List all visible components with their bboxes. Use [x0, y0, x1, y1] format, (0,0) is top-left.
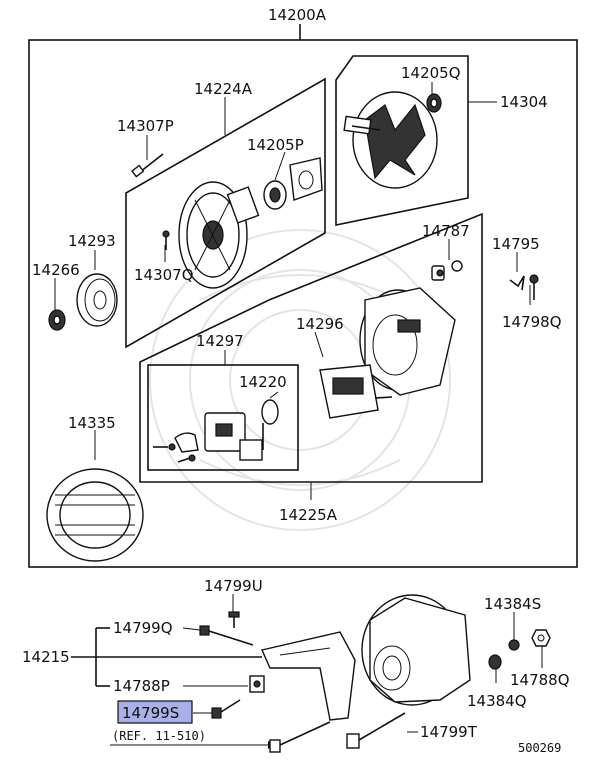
label-14205P: 14205P: [247, 136, 304, 154]
ref-note: (REF. 11-510): [112, 729, 206, 743]
label-14224A: 14224A: [194, 80, 253, 98]
group-frame-14225A: [139, 212, 483, 483]
label-14307Q: 14307Q: [134, 266, 194, 284]
nut-14788P: [249, 675, 265, 693]
label-14304: 14304: [500, 93, 548, 111]
label-14296: 14296: [296, 315, 344, 333]
label-14795: 14795: [492, 235, 540, 253]
pulley-14293: [76, 273, 118, 327]
retainer-plate-14205P: [289, 157, 323, 201]
bolt-14799T: [346, 712, 406, 749]
label-14205Q: 14205Q: [401, 64, 461, 82]
label-14384Q: 14384Q: [467, 692, 527, 710]
label-14215: 14215: [22, 648, 70, 666]
nut-14384S: [508, 639, 520, 651]
washer-14384Q: [488, 654, 502, 670]
screw-14307Q: [162, 230, 170, 250]
label-14788Q: 14788Q: [510, 671, 570, 689]
bolt-14799U: [228, 611, 240, 628]
clip-14795: [509, 275, 525, 291]
diagram-number: 500269: [518, 741, 561, 755]
bolt-14799Q: [199, 625, 254, 646]
label-14798Q: 14798Q: [502, 313, 562, 331]
label-14799S: 14799S: [122, 704, 179, 722]
bolt-14799S: [211, 699, 241, 719]
label-14220: 14220: [239, 373, 287, 391]
rear-housing: [359, 287, 456, 396]
label-14799Q: 14799Q: [113, 619, 173, 637]
label-14297: 14297: [196, 332, 244, 350]
label-14788P: 14788P: [113, 677, 170, 695]
group-frame-14297: [147, 364, 299, 471]
nut-14266: [48, 309, 66, 331]
label-14787: 14787: [422, 222, 470, 240]
screw-14307P: [131, 153, 164, 178]
front-bracket-14224A: [178, 181, 260, 289]
bracket-14215: [261, 631, 356, 721]
part-14787: [431, 260, 463, 281]
assembly-frame-14200A: [28, 39, 578, 568]
label-14384S: 14384S: [484, 595, 541, 613]
bearing-14205Q: [426, 93, 442, 113]
terminal-screws: [153, 432, 199, 463]
label-14307P: 14307P: [117, 117, 174, 135]
label-14799U: 14799U: [204, 577, 263, 595]
alternator-assembly: [361, 594, 471, 706]
nut-14788Q: [531, 629, 551, 647]
rectifier-14296: [319, 364, 393, 419]
bearing-14205P: [263, 180, 287, 210]
label-14293: 14293: [68, 232, 116, 250]
label-14799T: 14799T: [420, 723, 478, 741]
rotor-14304: [343, 91, 438, 189]
leader-lines: [54, 82, 543, 749]
label-14266: 14266: [32, 261, 80, 279]
label-14200A: 14200A: [268, 6, 327, 24]
group-frame-14224A: [125, 77, 326, 349]
seal-ring-14220: [261, 399, 279, 425]
regulator-14220: [204, 412, 263, 461]
nut-14798Q: [529, 274, 539, 300]
stator-14335: [46, 468, 144, 562]
label-14335: 14335: [68, 414, 116, 432]
highlight-14799S: [117, 700, 193, 724]
group-frame-14304: [335, 55, 469, 226]
bolt-ref: [269, 721, 331, 753]
label-14225A: 14225A: [279, 506, 338, 524]
